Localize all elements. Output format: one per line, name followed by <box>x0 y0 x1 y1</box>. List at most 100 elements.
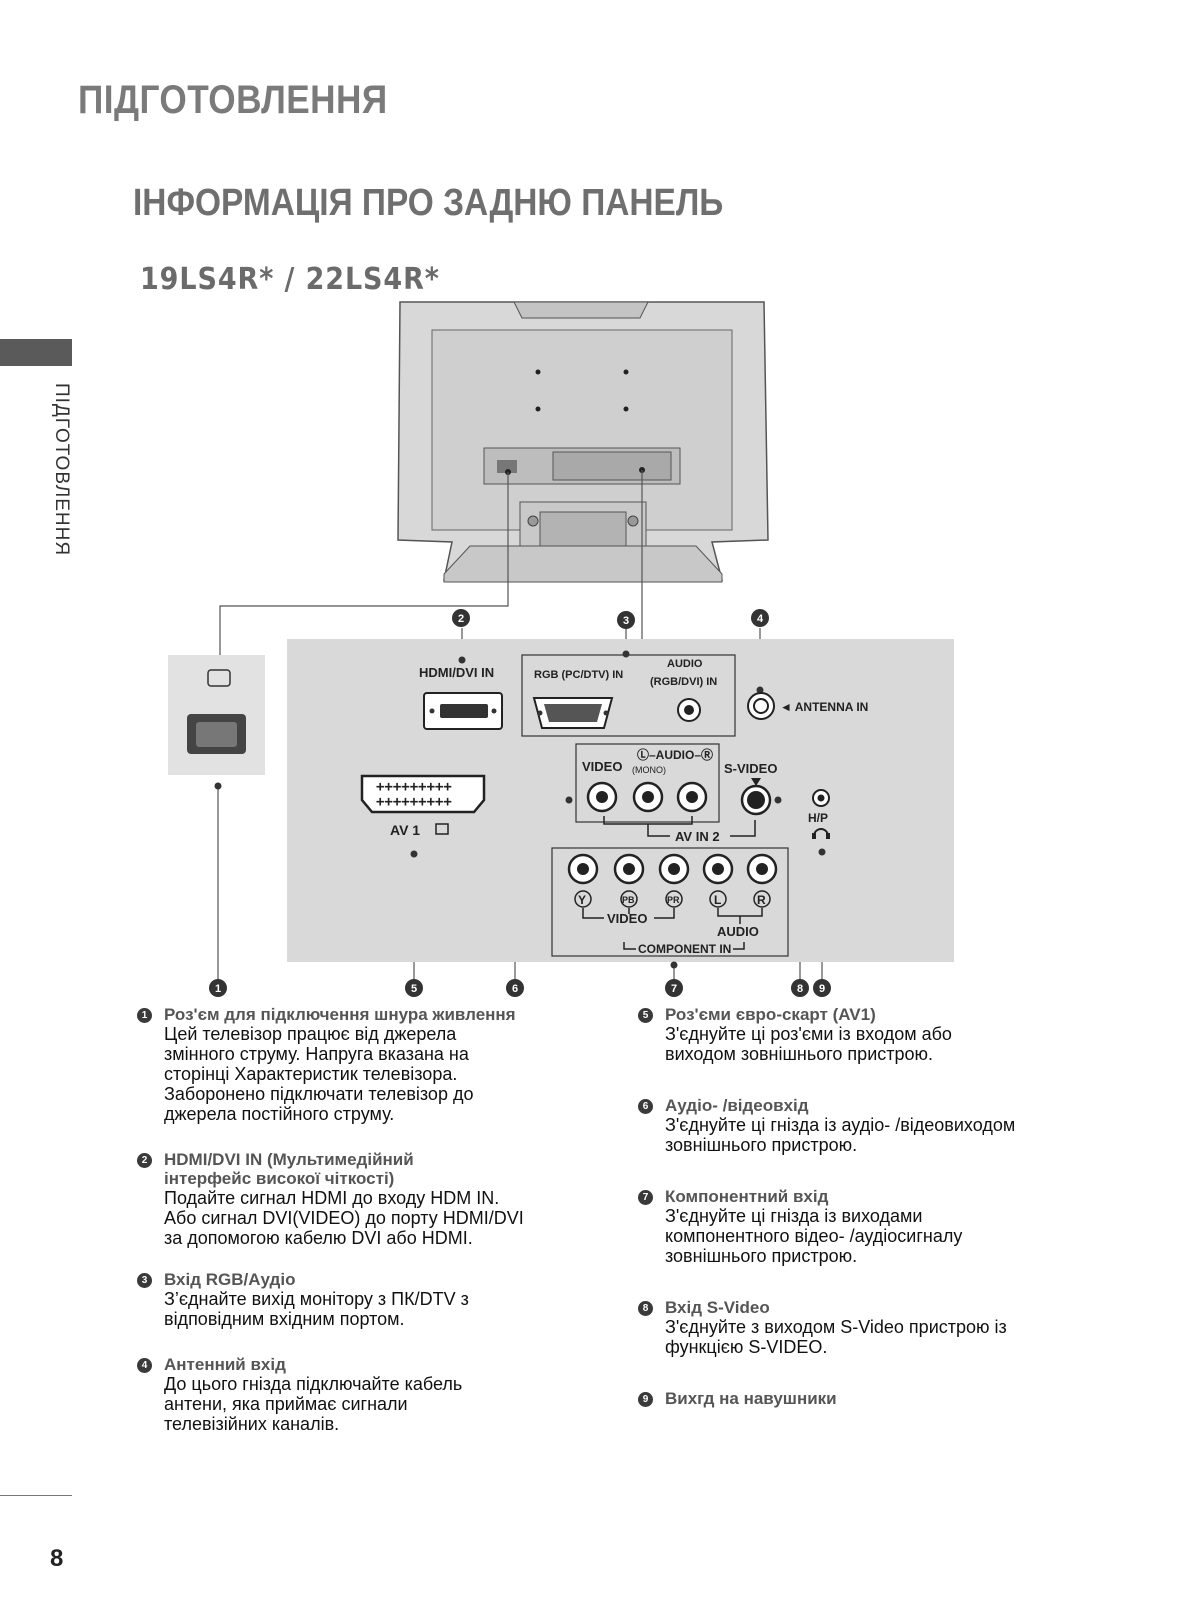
svg-text:9: 9 <box>819 983 825 995</box>
number-badge: 4 <box>137 1358 152 1373</box>
item-body: Подайте сигнал HDMI до входу HDM IN. Або… <box>164 1188 524 1248</box>
description-item-4: 4 Антенний вхід До цього гнізда підключай… <box>137 1355 587 1434</box>
hp-label: H/P <box>808 811 828 825</box>
mono-label: (MONO) <box>632 765 666 775</box>
callout-1: 1 <box>209 979 227 997</box>
callout-5: 5 <box>405 979 423 997</box>
item-body: З'єднуйте ці гнізда із аудіо- /відеовихо… <box>665 1115 1016 1155</box>
video-label: VIDEO <box>582 759 622 774</box>
component-audio-label: AUDIO <box>717 924 759 939</box>
antenna-port[interactable]: ◄ ANTENNA IN <box>747 686 868 720</box>
footer-rule <box>0 1495 72 1496</box>
rear-panel-diagram: HDMI/DVI IN RGB (PC/DTV) IN AUDIO (RGB/D… <box>168 301 954 997</box>
audio-lr-label: Ⓛ–AUDIO–Ⓡ <box>637 747 713 762</box>
av-in2-group: VIDEO (MONO) Ⓛ–AUDIO–Ⓡ AV IN 2 <box>565 743 756 844</box>
pr-label: PR <box>667 895 680 905</box>
av2-audio-right-jack[interactable] <box>676 781 708 813</box>
component-audio-l-jack[interactable] <box>702 853 734 885</box>
component-video-label: VIDEO <box>607 911 647 926</box>
number-badge: 9 <box>638 1392 653 1407</box>
svg-text:8: 8 <box>797 983 803 995</box>
item-body: До цього гнізда підключайте кабель антен… <box>164 1374 463 1434</box>
description-item-3: 3 Вхід RGB/Аудіо З’єднайте вихід монітору… <box>137 1270 587 1329</box>
svg-text:4: 4 <box>757 613 764 625</box>
power-socket-panel <box>168 655 265 790</box>
callout-6: 6 <box>506 979 524 997</box>
y-label: Y <box>578 893 586 907</box>
scart-av1-port[interactable]: +++++++++ +++++++++ AV 1 <box>360 774 486 858</box>
svg-text:7: 7 <box>671 983 677 995</box>
item-title: Вихгд на навушники <box>665 1389 837 1408</box>
number-badge: 7 <box>638 1190 653 1205</box>
item-body: З'єднуйте з виходом S-Video пристрою із … <box>665 1317 1007 1357</box>
callout-8: 8 <box>791 979 809 997</box>
item-title: Роз'єми євро-скарт (AV1) <box>665 1005 876 1024</box>
description-item-9: 9 Вихгд на навушники <box>638 1389 1088 1408</box>
svg-text:2: 2 <box>458 613 464 625</box>
page-number: 8 <box>50 1545 64 1572</box>
rgb-label: RGB (PC/DTV) IN <box>534 669 623 681</box>
item-title: Антенний вхід <box>164 1355 286 1374</box>
number-badge: 2 <box>137 1153 152 1168</box>
number-badge: 8 <box>638 1301 653 1316</box>
section-title: ІНФОРМАЦІЯ ПРО ЗАДНЮ ПАНЕЛЬ <box>133 182 724 224</box>
number-badge: 3 <box>137 1273 152 1288</box>
rgb-audio-jack[interactable] <box>677 698 701 722</box>
item-body: З'єднуйте ці гнізда із виходами компонен… <box>665 1206 963 1266</box>
component-audio-r-jack[interactable] <box>746 853 778 885</box>
item-body: З'єднуйте ці роз'єми із входом або виход… <box>665 1024 952 1064</box>
side-tab-marker <box>0 339 72 366</box>
hdmi-label: HDMI/DVI IN <box>419 665 494 680</box>
svg-text:+++++++++: +++++++++ <box>376 779 452 795</box>
pb-label: PB <box>622 895 635 905</box>
callout-9: 9 <box>813 979 831 997</box>
item-title: Роз'єм для підключення шнура живлення <box>164 1005 516 1024</box>
item-title: HDMI/DVI IN (Мультимедійний інтерфейс ви… <box>164 1150 414 1188</box>
item-title: Вхід RGB/Аудіо <box>164 1270 296 1289</box>
s-video-port[interactable]: S-VIDEO <box>724 761 782 816</box>
item-title: Вхід S-Video <box>665 1298 770 1317</box>
component-pb-jack[interactable] <box>613 853 645 885</box>
rgb-audio-group: RGB (PC/DTV) IN AUDIO (RGB/DVI) IN <box>521 650 736 737</box>
callout-2: 2 <box>452 609 470 627</box>
svg-text:5: 5 <box>411 983 417 995</box>
s-video-label: S-VIDEO <box>724 761 777 776</box>
antenna-label: ◄ ANTENNA IN <box>780 700 868 714</box>
number-badge: 1 <box>137 1008 152 1023</box>
hdmi-port[interactable]: HDMI/DVI IN <box>419 656 503 730</box>
description-item-8: 8 Вхід S-Video З'єднуйте з виходом S-Vide… <box>638 1298 1088 1357</box>
av-in2-label: AV IN 2 <box>675 829 720 844</box>
item-body: Цей телевізор працює від джерела змінног… <box>164 1024 474 1124</box>
svg-text:+++++++++: +++++++++ <box>376 794 452 810</box>
svg-text:3: 3 <box>623 615 629 627</box>
number-badge: 6 <box>638 1099 653 1114</box>
page-header: ПІДГОТОВЛЕННЯ <box>78 78 388 122</box>
callout-4: 4 <box>751 609 769 627</box>
audio-label-top: AUDIO <box>667 658 703 670</box>
l-label: L <box>714 893 721 907</box>
callout-3: 3 <box>617 611 635 629</box>
av1-label: AV 1 <box>390 822 420 838</box>
av2-video-jack[interactable] <box>586 781 618 813</box>
description-item-2: 2 HDMI/DVI IN (Мультимедійний інтерфейс в… <box>137 1150 587 1248</box>
av2-audio-left-jack[interactable] <box>632 781 664 813</box>
side-chapter-label: ПІДГОТОВЛЕННЯ <box>51 383 72 557</box>
r-label: R <box>757 893 766 907</box>
item-body: З’єднайте вихід монітору з ПК/DTV з відп… <box>164 1289 469 1329</box>
tv-rear-illustration <box>397 301 769 583</box>
description-item-1: 1 Роз'єм для підключення шнура живлення Ц… <box>137 1005 587 1124</box>
item-title: Компонентний вхід <box>665 1187 829 1206</box>
component-y-jack[interactable] <box>567 853 599 885</box>
callout-7: 7 <box>665 979 683 997</box>
svg-text:6: 6 <box>512 983 518 995</box>
headphone-port[interactable]: H/P <box>808 789 830 856</box>
rgb-vga-port[interactable] <box>532 697 614 729</box>
svg-text:1: 1 <box>215 983 221 995</box>
item-title: Аудіо- /відеовхід <box>665 1096 809 1115</box>
component-pr-jack[interactable] <box>658 853 690 885</box>
component-in-label: COMPONENT IN <box>638 942 731 956</box>
description-item-7: 7 Компонентний вхід З'єднуйте ці гнізда і… <box>638 1187 1088 1266</box>
component-in-group: Y PB PR L R VIDEO AUDIO COMPONENT IN <box>551 847 789 969</box>
audio-label-bottom: (RGB/DVI) IN <box>650 676 717 688</box>
